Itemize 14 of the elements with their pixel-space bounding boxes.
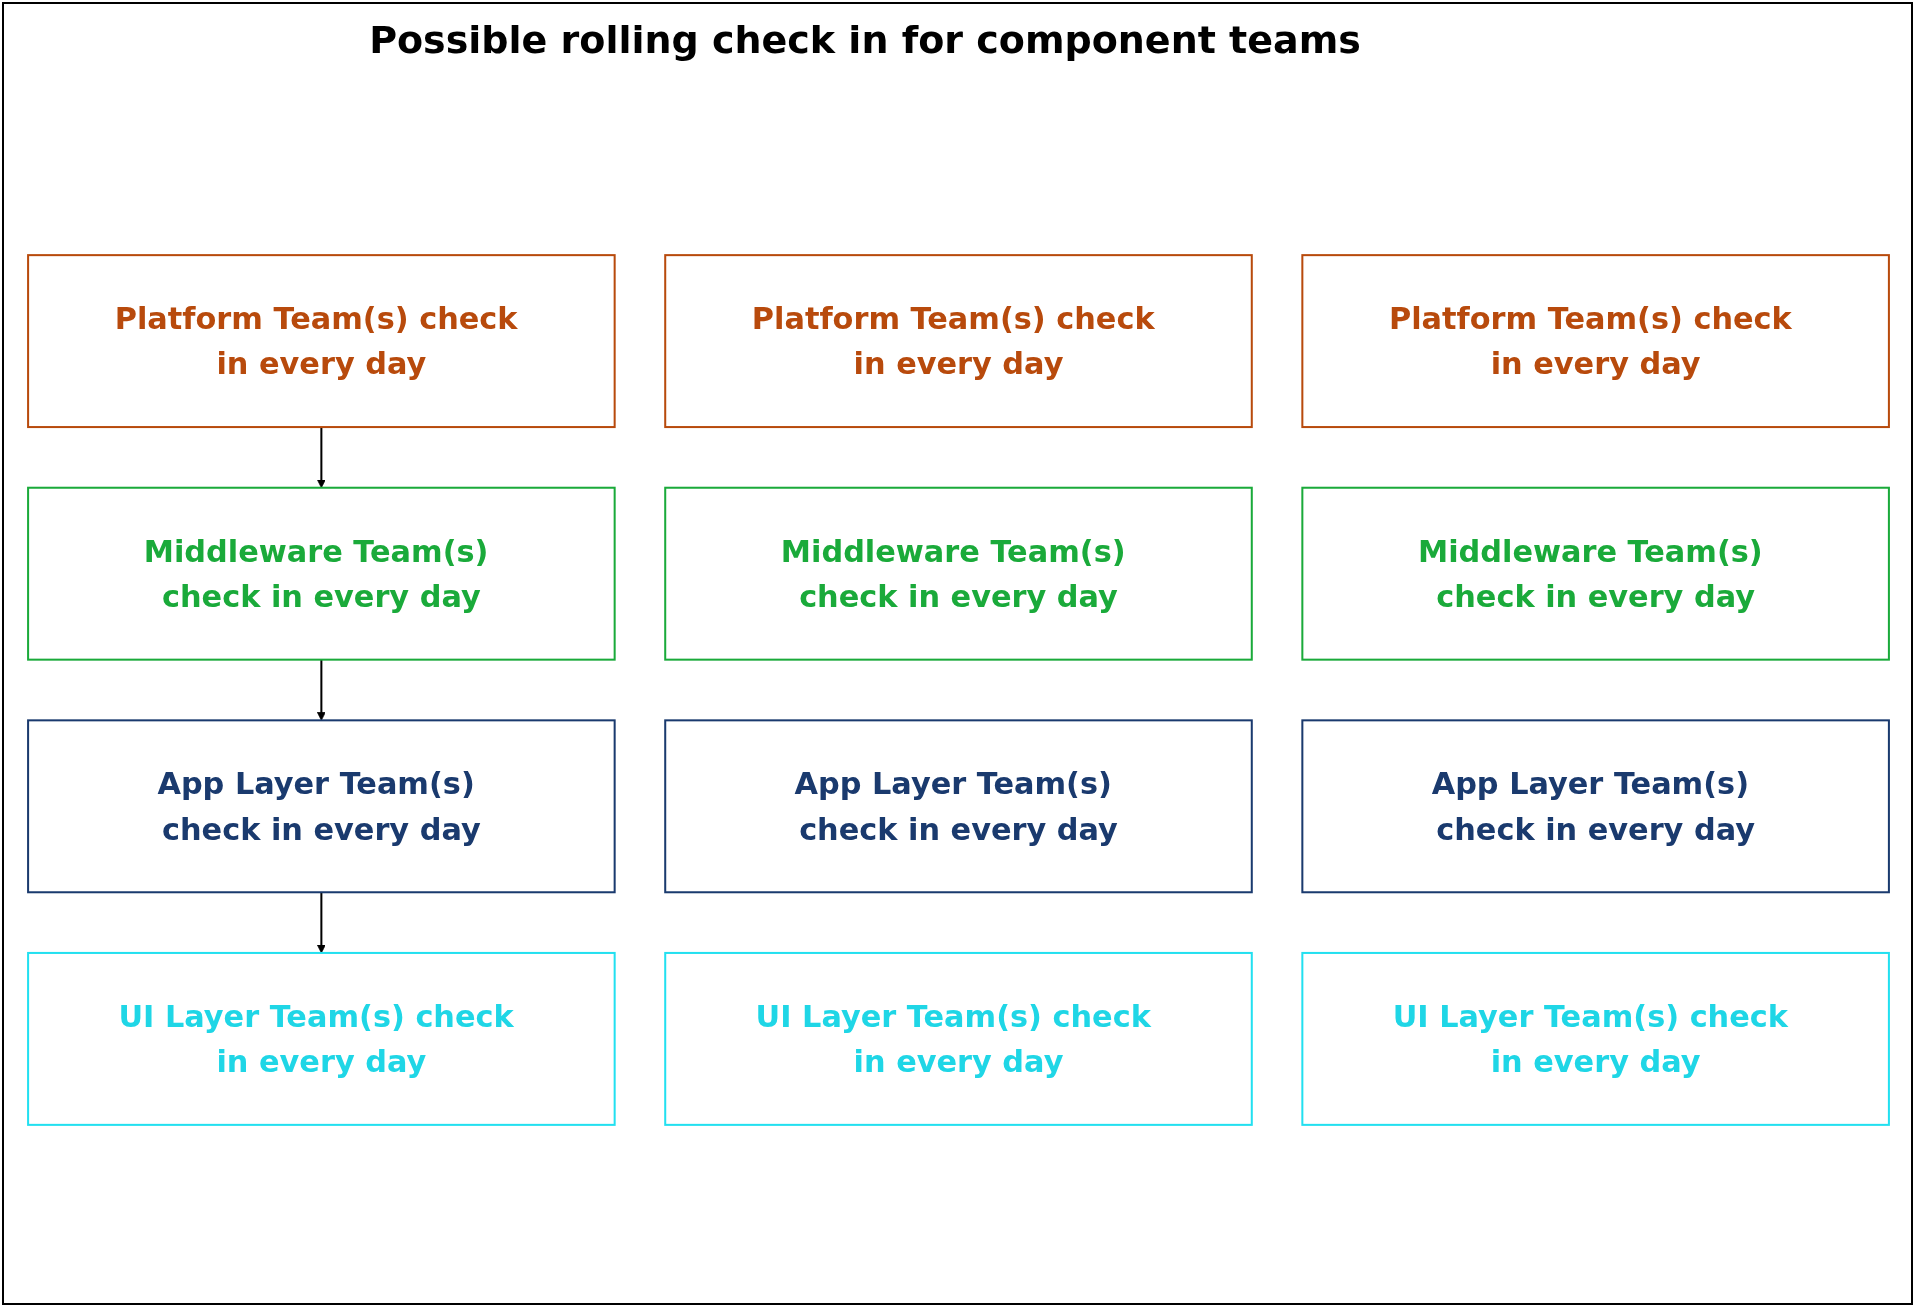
arrow bbox=[316, 659, 326, 721]
node-box: App Layer Team(s) check in every day bbox=[1301, 719, 1890, 894]
node-box: UI Layer Team(s) check in every day bbox=[27, 951, 616, 1126]
node-box: App Layer Team(s) check in every day bbox=[664, 719, 1253, 894]
node-box: Platform Team(s) check in every day bbox=[27, 254, 616, 429]
node-box: Middleware Team(s) check in every day bbox=[664, 486, 1253, 661]
node-box: Platform Team(s) check in every day bbox=[664, 254, 1253, 429]
diagram-title: Possible rolling check in for component teams bbox=[368, 18, 1362, 62]
node-box: Middleware Team(s) check in every day bbox=[27, 486, 616, 661]
node-box: UI Layer Team(s) check in every day bbox=[1301, 951, 1890, 1126]
node-box: UI Layer Team(s) check in every day bbox=[664, 951, 1253, 1126]
node-box: Platform Team(s) check in every day bbox=[1301, 254, 1890, 429]
node-box: App Layer Team(s) check in every day bbox=[27, 719, 616, 894]
node-box: Middleware Team(s) check in every day bbox=[1301, 486, 1890, 661]
